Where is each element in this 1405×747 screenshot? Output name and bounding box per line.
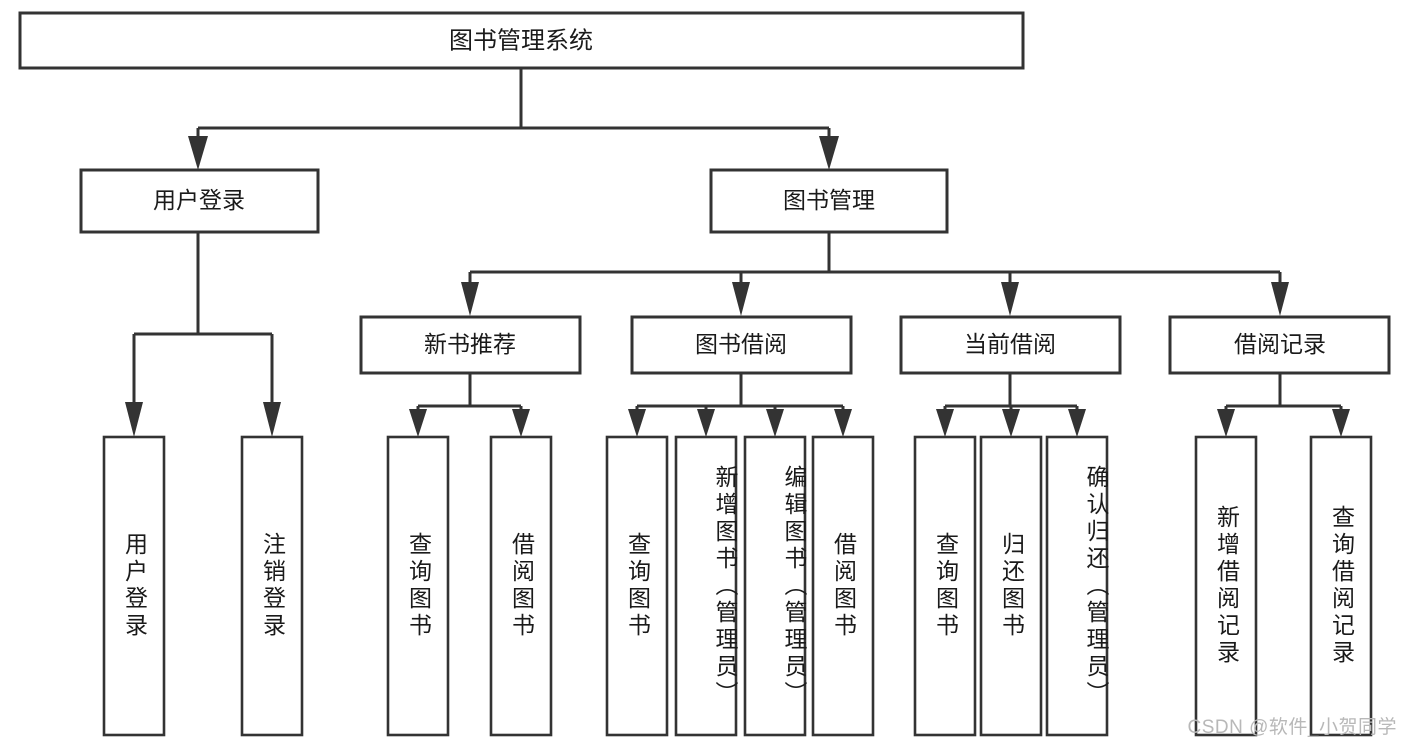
arrow-head-book-borrow [732,282,750,316]
connector-group-new-book-recommend-children [409,373,530,437]
node-borrow-record-box[interactable] [1168,315,1391,375]
arrow-head-bb-leaf-3 [766,409,784,437]
leaf-boxes-book-borrow [605,435,875,737]
node-book-management-box[interactable] [709,168,949,234]
node-book-borrow-box[interactable] [630,315,853,375]
connector-group-user-login-children [125,232,281,437]
node-current-borrow-label: 当前借阅 [964,331,1056,357]
arrow-head-bb-leaf-2 [697,409,715,437]
leaf-box-bb-edit-book-admin[interactable] [743,435,807,737]
node-user-login[interactable]: 用户登录 [79,168,320,234]
leaf-box-bb-query-book[interactable] [605,435,669,737]
leaf-box-br-add-record[interactable] [1194,435,1258,737]
node-root-box[interactable] [18,11,1025,70]
arrow-head-bb-leaf-1 [628,409,646,437]
arrow-head-br-leaf-1 [1217,409,1235,437]
leaf-boxes-user-login [102,435,304,737]
node-borrow-record[interactable]: 借阅记录 [1168,315,1391,375]
connector-group-root-to-level2 [188,68,839,170]
connector-group-current-borrow-children [936,373,1086,437]
connector-group-book-management-children [461,232,1289,316]
arrow-head-current-borrow [1001,282,1019,316]
csdn-watermark: CSDN @软件_小贺同学 [1187,717,1397,738]
arrow-head-cb-leaf-1 [936,409,954,437]
node-book-management[interactable]: 图书管理 [709,168,949,234]
node-borrow-record-label: 借阅记录 [1234,331,1326,357]
connector-group-borrow-record-children [1217,373,1350,437]
node-book-management-label: 图书管理 [783,187,875,213]
leaf-box-nbr-borrow-book[interactable] [489,435,553,737]
node-new-book-recommend-label: 新书推荐 [424,331,516,357]
leaf-boxes-borrow-record [1194,435,1373,737]
arrow-head-book-management [819,136,839,170]
node-new-book-recommend[interactable]: 新书推荐 [359,315,582,375]
leaf-box-br-query-record[interactable] [1309,435,1373,737]
leaf-box-nbr-query-book[interactable] [386,435,450,737]
arrow-head-borrow-record [1271,282,1289,316]
arrow-head-br-leaf-2 [1332,409,1350,437]
leaf-box-logout-login[interactable] [240,435,304,737]
arrow-head-new-book-recommend [461,282,479,316]
leaf-boxes-current-borrow [913,435,1109,737]
node-book-borrow[interactable]: 图书借阅 [630,315,853,375]
arrow-head-leaf-user-login [125,402,143,437]
leaf-box-cb-confirm-return-admin[interactable] [1045,435,1109,737]
node-user-login-box[interactable] [79,168,320,234]
node-user-login-label: 用户登录 [153,187,245,213]
leaf-boxes-new-book-recommend [386,435,553,737]
arrow-head-leaf-logout-login [263,402,281,437]
leaf-box-bb-borrow-book[interactable] [811,435,875,737]
leaf-box-user-login[interactable] [102,435,166,737]
arrow-head-bb-leaf-4 [834,409,852,437]
leaf-box-cb-query-book[interactable] [913,435,977,737]
connector-group-book-borrow-children [628,373,852,437]
arrow-head-nbr-leaf-1 [409,409,427,437]
node-book-borrow-label: 图书借阅 [695,331,787,357]
node-current-borrow-box[interactable] [899,315,1122,375]
node-root[interactable]: 图书管理系统 [18,11,1025,70]
node-root-label: 图书管理系统 [449,27,593,54]
arrow-head-cb-leaf-2 [1002,409,1020,437]
leaf-box-cb-return-book[interactable] [979,435,1043,737]
leaf-box-bb-add-book-admin[interactable] [674,435,738,737]
arrow-head-cb-leaf-3 [1068,409,1086,437]
node-new-book-recommend-box[interactable] [359,315,582,375]
node-current-borrow[interactable]: 当前借阅 [899,315,1122,375]
arrow-head-nbr-leaf-2 [512,409,530,437]
arrow-head-user-login [188,136,208,170]
